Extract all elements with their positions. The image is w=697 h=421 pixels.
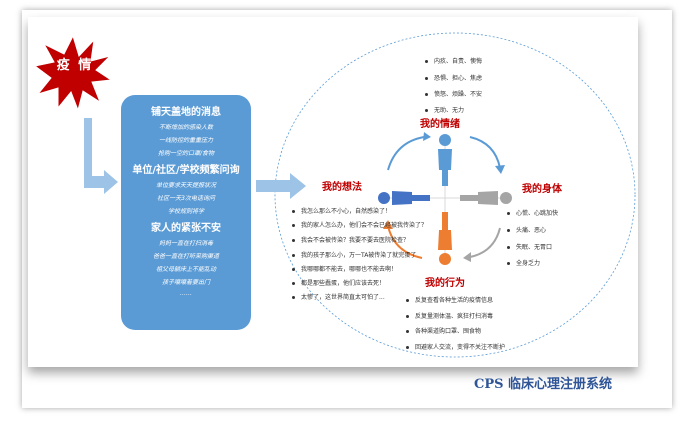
behavior-item: 回避家人交流，变得不关注不断护 — [406, 342, 505, 351]
body-title: 我的身体 — [522, 184, 562, 195]
star-label: 疫 情 — [56, 58, 94, 73]
burst-star-icon — [34, 34, 112, 112]
emotion-title: 我的情绪 — [420, 119, 460, 130]
panel-line: 祖父母躺床上不能乱动 — [155, 266, 216, 273]
curved-arrow-bottom-left-icon — [383, 220, 423, 259]
panel-line: 学校规则将学 — [167, 208, 204, 215]
news-panel: 铺天盖地的消息 不断增加的感染人数 一线防控的重重压力 抢购一空的口罩/食物 单… — [121, 95, 251, 330]
person-right-icon — [460, 191, 512, 205]
behavior-title: 我的行为 — [425, 278, 465, 289]
panel-heading-family: 家人的紧张不安 — [151, 223, 221, 234]
body-item: 头痛、恶心 — [507, 225, 546, 234]
brand-label: CPS 临床心理注册系统 — [474, 377, 613, 392]
thought-item: 太惨了，这世界简直太可怕了... — [292, 292, 385, 301]
panel-line: 爸爸一直在打听采购渠道 — [152, 253, 219, 260]
emotion-item: 愤怒、烦躁、不安 — [425, 89, 482, 98]
panel-line: 抢购一空的口罩/食物 — [157, 150, 215, 157]
thought-item: 都是那些蠢蛋，他们应该去死！ — [292, 278, 385, 287]
thoughts-title: 我的想法 — [322, 182, 362, 193]
emotion-item: 无助、无力 — [425, 105, 464, 114]
emotion-item: 内疚、自责、懊悔 — [425, 56, 482, 65]
panel-line: 单位要求天天提报状况 — [155, 182, 216, 189]
thought-item: 我的家人怎么办，他们会不会已经被我传染了？ — [292, 220, 427, 229]
person-top-icon — [438, 134, 452, 186]
panel-ellipsis: …… — [180, 290, 192, 297]
body-item: 全身乏力 — [507, 258, 540, 267]
behavior-item: 各种渠道购口罩、囤食物 — [406, 326, 481, 335]
panel-heading-inquiries: 单位/社区/学校频繁问询 — [132, 165, 240, 176]
panel-heading-news: 铺天盖地的消息 — [151, 107, 221, 118]
body-item: 失眠、无胃口 — [507, 242, 552, 251]
panel-line: 妈妈一直在打扫消毒 — [158, 240, 213, 247]
right-arrow — [256, 173, 306, 199]
panel-line: 社区一天3次电话询问 — [157, 195, 215, 202]
person-bottom-icon — [438, 212, 452, 265]
emotion-item: 恐惧、担心、焦虑 — [425, 73, 482, 82]
curved-arrow-top-right-icon — [469, 136, 505, 174]
down-arrow — [84, 118, 118, 194]
dashed-ellipse — [274, 32, 636, 358]
behavior-item: 反复量测体温、疯狂打扫消毒 — [406, 311, 493, 320]
person-left-icon — [378, 191, 430, 205]
thought-item: 我怎么那么不小心，自然感染了！ — [292, 206, 391, 215]
curved-arrow-top-left-icon — [387, 132, 431, 171]
curved-arrow-bottom-right-icon — [463, 227, 501, 262]
panel-line: 不断增加的感染人数 — [158, 124, 213, 131]
thought-item: 我哪哪都不能去，哪哪也不能去啊！ — [292, 264, 397, 273]
behavior-item: 反复查看各种生活的疫情信息 — [406, 295, 493, 304]
body-item: 心慌、心跳加快 — [507, 208, 558, 217]
thought-item: 我的孩子那么小，万一TA被传染了就完蛋了 — [292, 250, 416, 259]
thought-item: 我会不会被传染？我要不要去医院检查？ — [292, 235, 409, 244]
panel-line: 孩子嚷嚷着要出门 — [161, 279, 210, 286]
panel-line: 一线防控的重重压力 — [158, 137, 213, 144]
